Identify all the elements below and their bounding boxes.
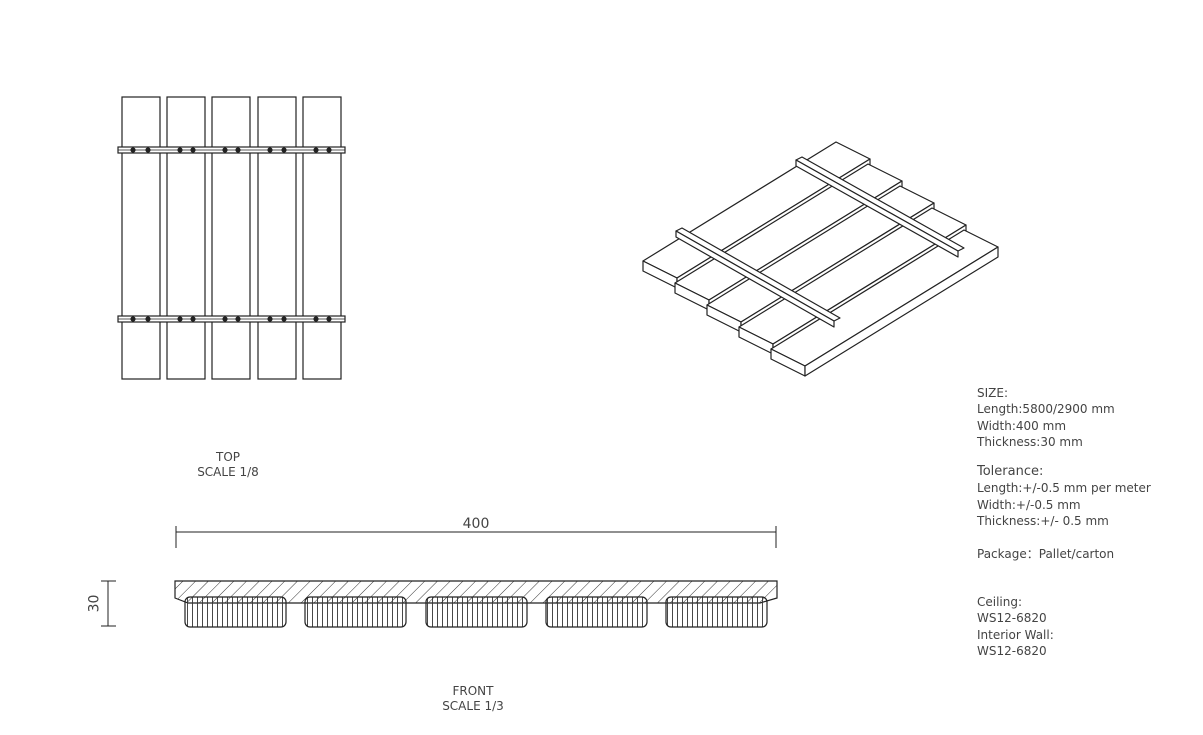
front-view-label: FRONT SCALE 1/3 — [423, 684, 523, 714]
front-slat-5 — [665, 596, 768, 628]
iso-rail-right — [795, 156, 965, 258]
top-view-rail-upper — [117, 146, 346, 154]
package-text: Package：Pallet/carton — [977, 547, 1115, 561]
size-heading: SIZE: — [977, 386, 1009, 400]
front-view-title: FRONT — [452, 684, 494, 698]
size-length: Length:5800/2900 mm — [977, 402, 1115, 417]
front-slat-4 — [545, 596, 648, 628]
iso-rail-left — [675, 227, 841, 328]
top-view-rail-lower — [117, 315, 346, 323]
top-view-slat-2 — [166, 96, 206, 380]
tolerance-width: Width:+/-0.5 mm — [977, 497, 1081, 512]
front-view — [101, 526, 778, 628]
tolerance-length: Length:+/-0.5 mm per meter — [977, 481, 1151, 496]
front-slat-2 — [304, 596, 407, 628]
package-spec: Package：Pallet/carton — [977, 546, 1114, 562]
top-view-scale: SCALE 1/8 — [197, 465, 259, 479]
interior-wall-code: WS12-6820 — [977, 643, 1047, 658]
thickness-dimension-line — [101, 580, 116, 627]
thickness-dimension-label: 30 — [86, 594, 103, 613]
front-slat-1 — [184, 596, 287, 628]
iso-slat-5 — [770, 229, 999, 377]
top-view-slat-3 — [211, 96, 251, 380]
interior-wall-label: Interior Wall: — [977, 627, 1054, 642]
top-view — [117, 96, 346, 380]
size-width: Width:400 mm — [977, 418, 1067, 433]
width-dimension-line — [175, 526, 777, 548]
tolerance-spec-block: Tolerance: Length:+/-0.5 mm per meter Wi… — [977, 464, 1151, 529]
top-view-slat-1 — [121, 96, 161, 380]
tolerance-heading: Tolerance: — [977, 464, 1044, 479]
ceiling-label: Ceiling: — [977, 595, 1023, 609]
front-slat-3 — [425, 596, 528, 628]
isometric-view — [642, 141, 999, 377]
ceiling-code: WS12-6820 — [977, 611, 1047, 626]
front-view-scale: SCALE 1/3 — [442, 699, 504, 713]
top-view-title: TOP — [215, 450, 240, 464]
model-spec-block: Ceiling: WS12-6820 Interior Wall: WS12-6… — [977, 594, 1054, 659]
tolerance-thickness: Thickness:+/- 0.5 mm — [977, 513, 1109, 528]
width-dimension-label: 400 — [462, 516, 490, 532]
size-spec-block: SIZE: Length:5800/2900 mm Width:400 mm T… — [977, 385, 1115, 450]
top-view-label: TOP SCALE 1/8 — [178, 450, 278, 480]
top-view-slat-5 — [302, 96, 342, 380]
top-view-slat-4 — [257, 96, 297, 380]
size-thickness: Thickness:30 mm — [977, 434, 1083, 449]
